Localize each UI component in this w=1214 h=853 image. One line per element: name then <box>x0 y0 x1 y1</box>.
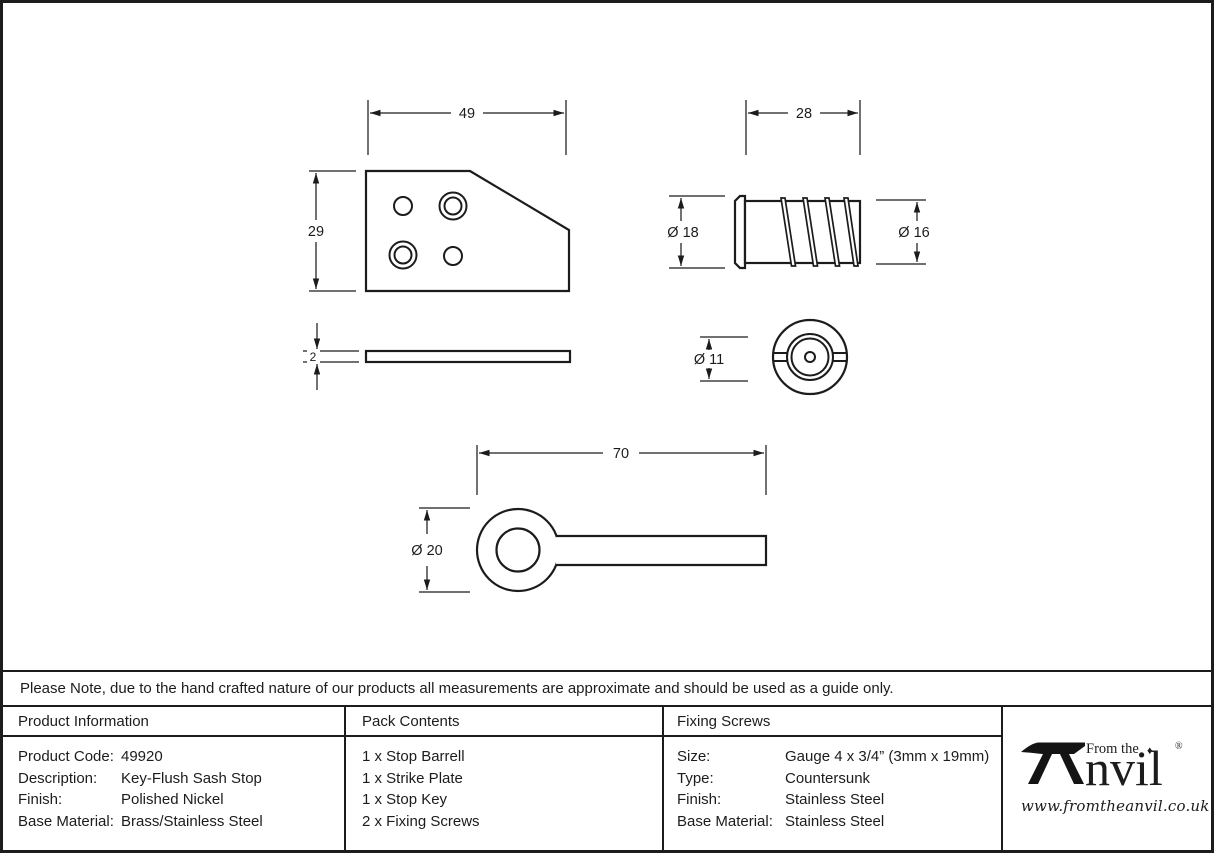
row-label: Size: <box>677 748 711 765</box>
table-row: Product Code: 49920 <box>18 746 344 768</box>
list-item: 1 x Stop Barrell <box>362 748 465 765</box>
dim-barrel-length: 28 <box>745 100 861 155</box>
stop-barrel-side-view <box>733 194 862 270</box>
strike-plate-front-view <box>364 169 571 293</box>
stop-barrel-end-view <box>771 318 849 396</box>
dim-key-ring-diameter-label: Ø 20 <box>411 543 442 559</box>
logo-website-url: www.fromtheanvil.co.uk <box>1021 797 1210 815</box>
header-pack-contents-label: Pack Contents <box>362 712 460 730</box>
table-row: Description: Key-Flush Sash Stop <box>18 768 344 790</box>
measurement-note-text: Please Note, due to the hand crafted nat… <box>20 680 894 697</box>
row-label: Type: <box>677 769 714 787</box>
header-product-information-label: Product Information <box>18 712 149 730</box>
dim-barrel-body-diameter-label: Ø 16 <box>898 225 929 241</box>
dim-key-length-label: 70 <box>613 446 629 462</box>
pack-contents-cell: 1 x Stop Barrell 1 x Strike Plate 1 x St… <box>344 737 662 850</box>
dim-plate-thickness-label: 2 <box>310 350 317 364</box>
dim-plate-width-label: 49 <box>459 106 475 122</box>
row-value: 49920 <box>121 748 163 765</box>
row-value: Polished Nickel <box>121 791 224 808</box>
dim-barrel-flange-diameter: Ø 18 <box>667 195 725 269</box>
list-item: 2 x Fixing Screws <box>362 812 480 830</box>
row-value: Brass/Stainless Steel <box>121 812 263 830</box>
header-fixing-screws-label: Fixing Screws <box>677 712 771 730</box>
table-row: Type: Countersunk <box>677 768 1001 790</box>
logo-wordmark: nvil <box>1085 740 1163 796</box>
technical-drawing-area: 49 29 2 <box>3 3 1211 672</box>
header-fixing-screws: Fixing Screws <box>662 707 1001 737</box>
row-label: Finish: <box>18 791 63 808</box>
dim-plate-thickness: 2 <box>303 323 359 390</box>
brand-logo: From the ♦ nvil ® www.fromtheanvil.co.uk <box>1021 740 1210 818</box>
fixing-screws-cell: Size: Gauge 4 x 3/4” (3mm x 19mm) Type: … <box>662 737 1001 850</box>
table-row: Size: Gauge 4 x 3/4” (3mm x 19mm) <box>677 746 1001 768</box>
technical-drawing-svg: 49 29 2 <box>303 100 930 593</box>
row-value: Stainless Steel <box>785 812 885 830</box>
row-value: Gauge 4 x 3/4” (3mm x 19mm) <box>785 748 990 765</box>
anvil-icon <box>1021 742 1085 784</box>
measurement-note: Please Note, due to the hand crafted nat… <box>3 672 1211 707</box>
registered-trademark-icon: ® <box>1175 741 1183 752</box>
row-label: Finish: <box>677 791 722 808</box>
dim-plate-height-label: 29 <box>308 224 324 240</box>
dim-plate-width: 49 <box>367 100 567 155</box>
diamond-icon: ♦ <box>1147 745 1153 757</box>
row-value: Countersunk <box>785 769 871 787</box>
dim-barrel-flange-diameter-label: Ø 18 <box>667 225 698 241</box>
header-pack-contents: Pack Contents <box>344 707 662 737</box>
list-item: 1 x Stop Key <box>362 791 448 808</box>
stop-key-view <box>475 507 768 593</box>
dim-key-length: 70 <box>476 445 767 495</box>
row-value: Stainless Steel <box>785 791 885 808</box>
dim-plate-height: 29 <box>308 170 356 292</box>
product-info-table: Product Information Pack Contents Fixing… <box>3 707 1211 850</box>
logo-prefix-text: From the <box>1086 741 1139 757</box>
brand-logo-cell: From the ♦ nvil ® www.fromtheanvil.co.uk <box>1001 707 1211 850</box>
strike-plate-side-view <box>364 349 572 364</box>
dim-barrel-recess-diameter-label: Ø 11 <box>694 352 724 368</box>
row-label: Product Code: <box>18 748 114 765</box>
table-row: Finish: Polished Nickel <box>18 789 344 811</box>
dim-barrel-body-diameter: Ø 16 <box>876 199 930 265</box>
list-item: 1 x Strike Plate <box>362 769 463 787</box>
dim-barrel-recess-diameter: Ø 11 <box>694 336 748 382</box>
row-label: Base Material: <box>677 812 773 830</box>
table-row: Base Material: Brass/Stainless Steel <box>18 811 344 833</box>
product-information-cell: Product Code: 49920 Description: Key-Flu… <box>3 737 344 850</box>
table-row: Finish: Stainless Steel <box>677 789 1001 811</box>
row-label: Description: <box>18 769 98 787</box>
dim-key-ring-diameter: Ø 20 <box>411 507 470 593</box>
header-product-information: Product Information <box>3 707 344 737</box>
row-value: Key-Flush Sash Stop <box>121 769 262 787</box>
dim-barrel-length-label: 28 <box>796 106 812 122</box>
table-row: Base Material: Stainless Steel <box>677 811 1001 833</box>
row-label: Base Material: <box>18 812 114 830</box>
